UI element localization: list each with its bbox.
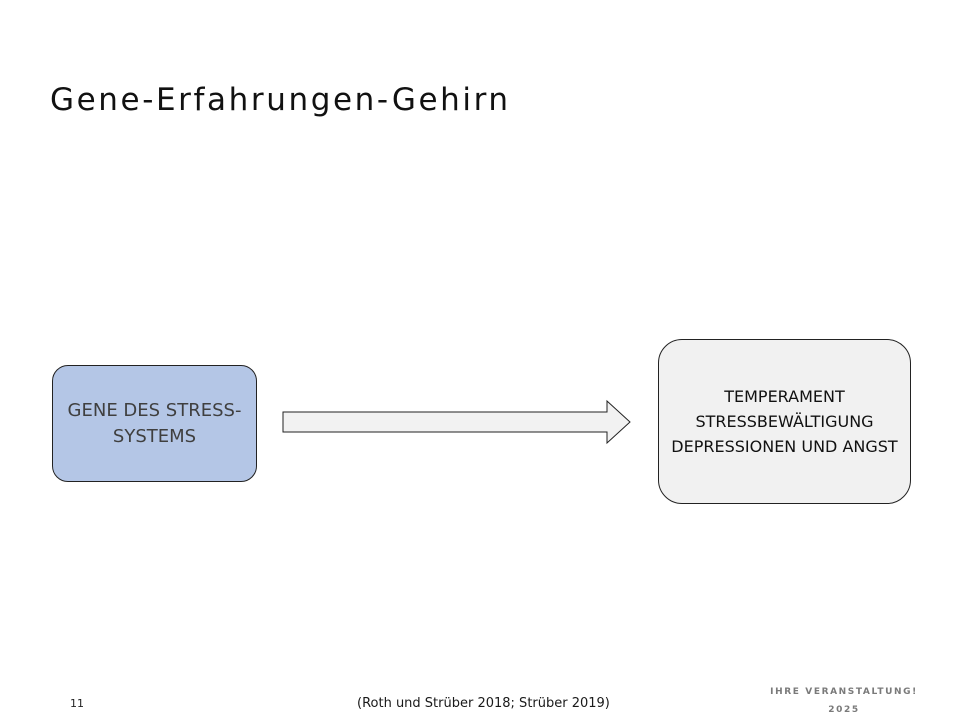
right-arrow-icon xyxy=(282,399,631,445)
event-year: 2025 xyxy=(828,705,860,715)
event-label: IHRE VERANSTALTUNG! xyxy=(770,687,918,697)
page-number: 11 xyxy=(70,697,84,710)
outcomes-label: TEMPERAMENT STRESSBEWÄLTIGUNG DEPRESSION… xyxy=(671,387,898,456)
citation: (Roth und Strüber 2018; Strüber 2019) xyxy=(357,696,610,711)
genes-stress-system-box: GENE DES STRESS-SYSTEMS xyxy=(52,365,257,482)
slide-title: Gene-Erfahrungen-Gehirn xyxy=(50,82,511,118)
outcomes-box: TEMPERAMENT STRESSBEWÄLTIGUNG DEPRESSION… xyxy=(658,339,911,504)
event-footer: IHRE VERANSTALTUNG! 2025 xyxy=(757,683,931,719)
genes-stress-system-label: GENE DES STRESS-SYSTEMS xyxy=(67,399,242,447)
arrow-shape xyxy=(282,399,631,445)
